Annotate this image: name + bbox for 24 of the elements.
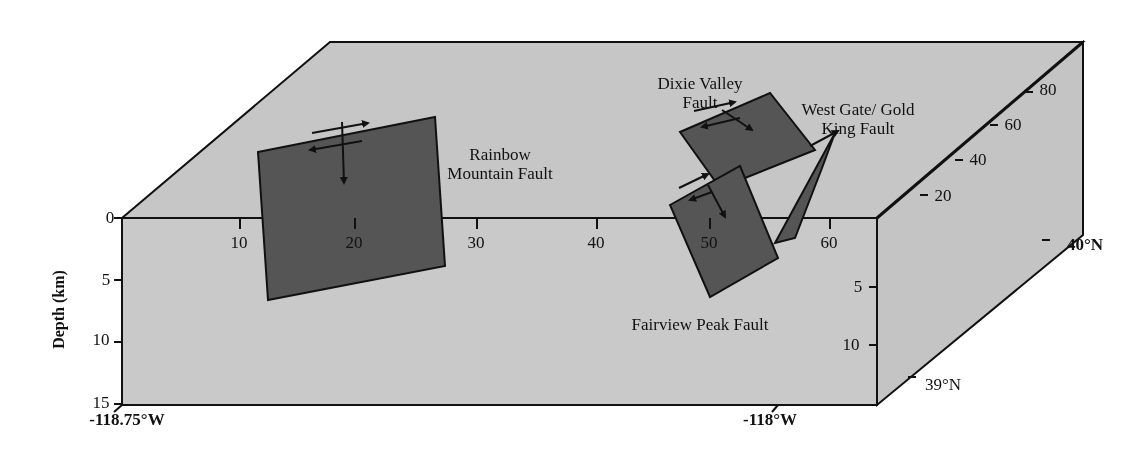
axis-label: 5: [100, 270, 112, 289]
axis-label: 20: [933, 186, 953, 205]
axis-label: -118.75°W: [88, 410, 166, 429]
fault-label: Fairview Peak Fault: [630, 315, 770, 334]
axis-label: -118°W: [742, 410, 798, 429]
axis-label: 40°N: [1065, 235, 1105, 254]
axis-label: 10: [841, 335, 861, 354]
axis-label: 20: [344, 233, 364, 252]
axis-label: 50: [699, 233, 719, 252]
axis-label: 10: [229, 233, 249, 252]
axis-label: 39°N: [923, 375, 963, 394]
axis-label: 5: [852, 277, 864, 296]
axis-title: Depth (km): [48, 269, 68, 350]
axis-label: 60: [819, 233, 839, 252]
fault-label: Rainbow Mountain Fault: [446, 145, 554, 183]
axis-label: 40: [968, 150, 988, 169]
axis-label: 10: [91, 330, 111, 349]
axis-label: 80: [1038, 80, 1058, 99]
axis-label: 40: [586, 233, 606, 252]
axis-label: 60: [1003, 115, 1023, 134]
fault-label: Dixie Valley Fault: [656, 74, 744, 112]
axis-label: 15: [91, 393, 111, 412]
axis-label: 0: [104, 208, 116, 227]
axis-label: 30: [466, 233, 486, 252]
